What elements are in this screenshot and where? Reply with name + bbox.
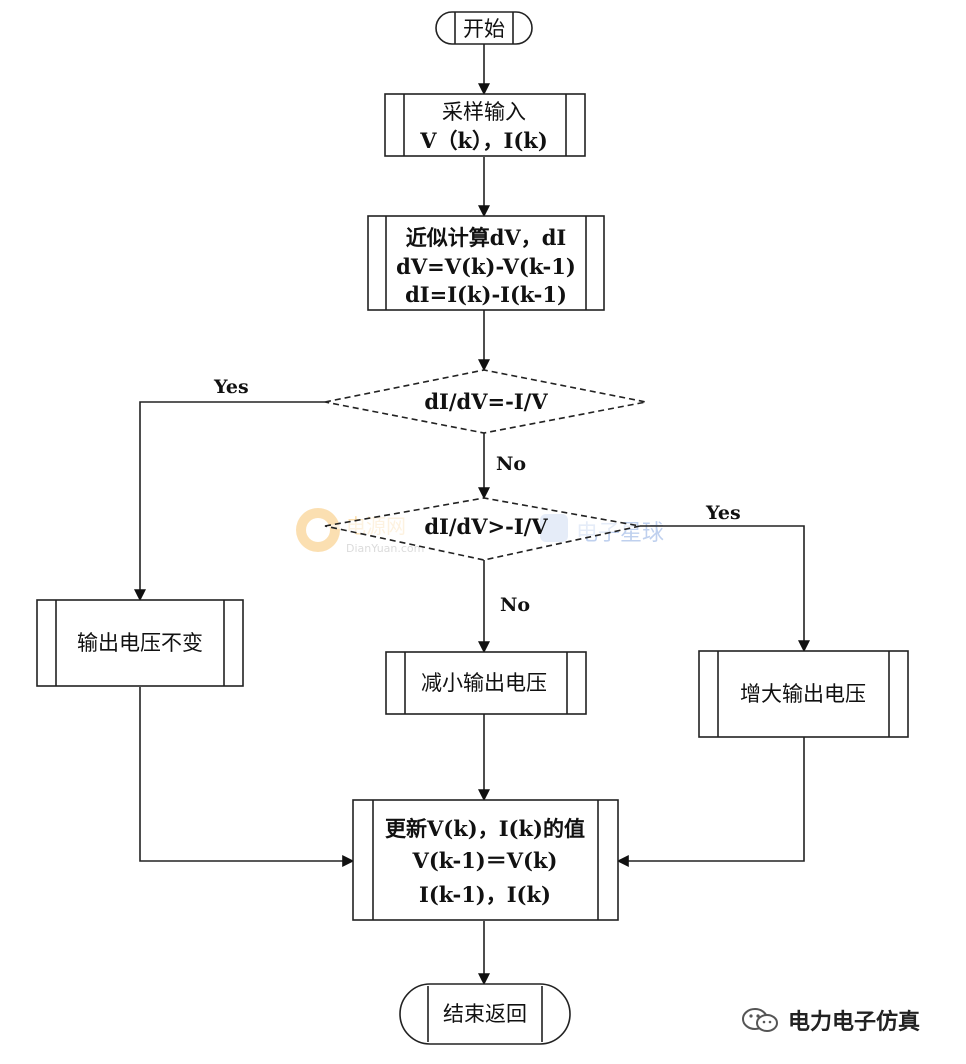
node-increase-text: 增大输出电压 xyxy=(740,682,866,706)
node-update: 更新V(k)，I(k)的值 V(k-1)＝V(k) I(k-1)，I(k) xyxy=(352,799,619,921)
node-decision2: dI/dV>-I/V xyxy=(324,497,641,561)
edge-decision1-yes xyxy=(134,401,325,602)
node-decrease-text: 减小输出电压 xyxy=(421,671,547,695)
node-update-line3: I(k-1)，I(k) xyxy=(419,882,551,907)
node-keep-text: 输出电压不变 xyxy=(77,631,203,655)
node-calc-line1: 近似计算dV，dI xyxy=(406,225,566,250)
node-calc-line3: dI=I(k)-I(k-1) xyxy=(405,282,567,307)
label-decision2-yes: Yes xyxy=(705,502,741,524)
node-sample-line2: V（k），I(k) xyxy=(419,128,548,153)
node-increase: 增大输出电压 xyxy=(698,650,909,738)
node-decision1: dI/dV=-I/V xyxy=(324,369,647,434)
signature-text: 电力电子仿真 xyxy=(788,1010,921,1035)
label-decision1-yes: Yes xyxy=(213,376,249,398)
node-sample: 采样输入 V（k），I(k) xyxy=(384,93,586,157)
label-decision1-no: No xyxy=(496,453,526,475)
watermark-brand-left-sub: DianYuan.com xyxy=(346,542,424,555)
node-decrease: 减小输出电压 xyxy=(385,651,587,715)
node-start-text: 开始 xyxy=(463,17,505,41)
edge-increase-update xyxy=(616,737,805,867)
node-keep: 输出电压不变 xyxy=(36,599,244,687)
node-start: 开始 xyxy=(435,11,533,45)
watermark-logo-icon xyxy=(296,508,340,552)
node-calc: 近似计算dV，dI dV=V(k)-V(k-1) dI=I(k)-I(k-1) xyxy=(367,215,605,311)
label-decision2-no: No xyxy=(500,594,530,616)
node-update-line2: V(k-1)＝V(k) xyxy=(412,848,558,873)
edges xyxy=(134,44,810,986)
node-end: 结束返回 xyxy=(399,983,571,1045)
edge-decision2-yes xyxy=(640,525,810,653)
node-decision2-text: dI/dV>-I/V xyxy=(424,514,548,539)
node-end-text: 结束返回 xyxy=(443,1002,527,1026)
node-decision1-text: dI/dV=-I/V xyxy=(424,389,548,414)
node-update-line1: 更新V(k)，I(k)的值 xyxy=(385,816,585,841)
edge-keep-update xyxy=(139,687,355,867)
author-signature: 电力电子仿真 xyxy=(740,1002,920,1038)
node-sample-line1: 采样输入 xyxy=(442,100,526,124)
node-calc-line2: dV=V(k)-V(k-1) xyxy=(396,254,576,279)
wechat-icon xyxy=(742,1008,778,1032)
